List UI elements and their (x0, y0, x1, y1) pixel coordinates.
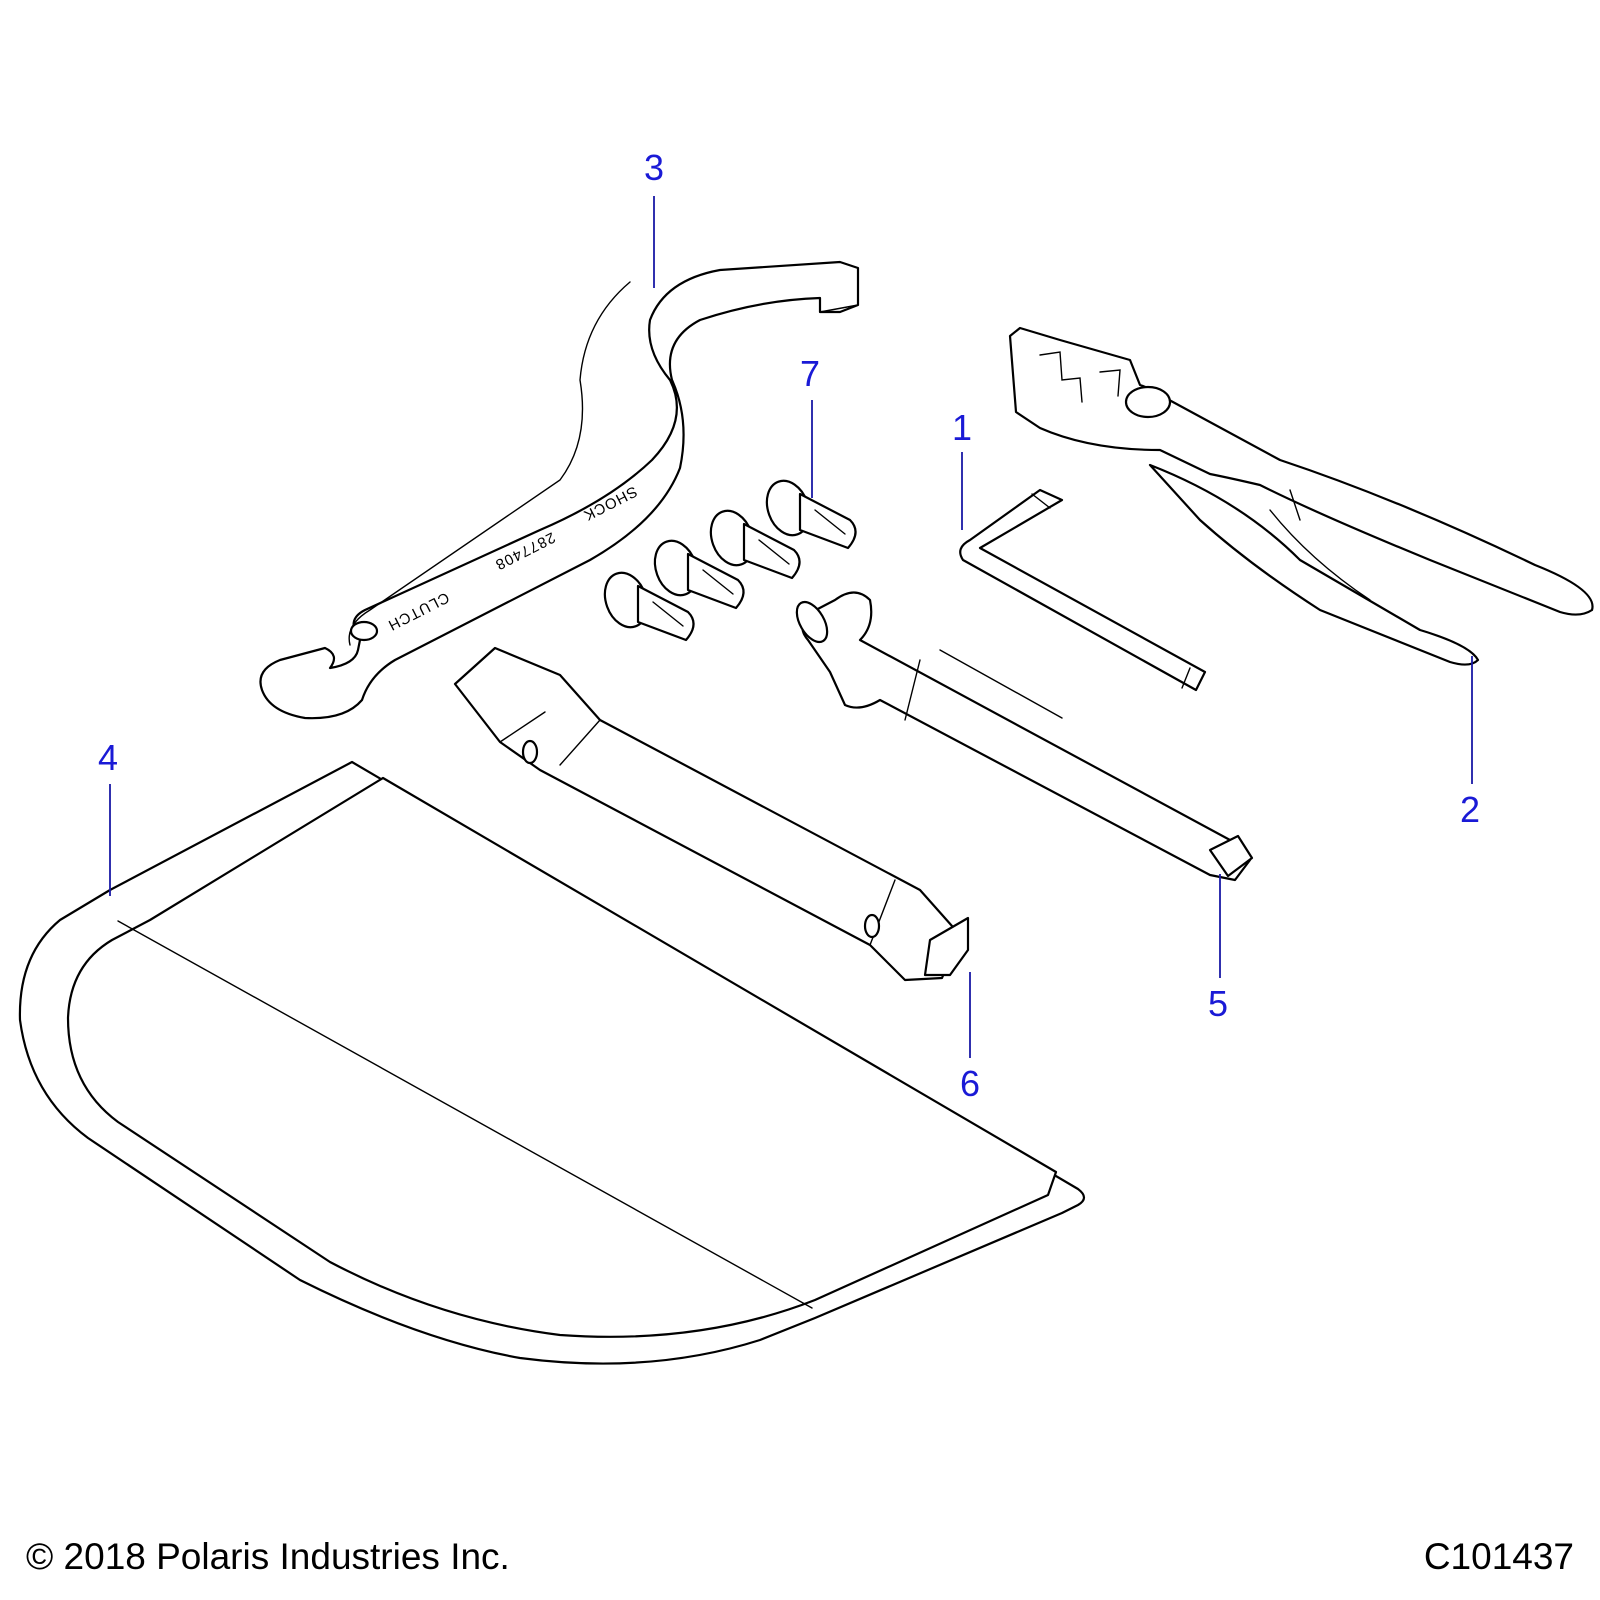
drawing-number: C101437 (1423, 1536, 1574, 1577)
callout-3: 3 (644, 147, 664, 188)
callout-labels: 1 2 3 4 5 6 7 (98, 147, 1480, 1104)
driver-handle-part (795, 591, 1254, 882)
callout-4: 4 (98, 737, 118, 778)
push-rivet-3 (653, 539, 745, 610)
spark-plug-wrench-part (453, 646, 970, 982)
callout-1: 1 (952, 407, 972, 448)
push-rivet-1 (765, 479, 857, 550)
callout-7: 7 (800, 353, 820, 394)
copyright-notice: © 2018 Polaris Industries Inc. (26, 1536, 510, 1577)
push-rivets-part (603, 479, 857, 642)
callout-5: 5 (1208, 983, 1228, 1024)
push-rivet-2 (709, 509, 801, 580)
spanner-wrench-part: SHOCK 2877408 CLUTCH (259, 260, 860, 720)
push-rivet-4 (603, 571, 695, 642)
callout-2: 2 (1460, 789, 1480, 830)
pliers-part (1008, 326, 1594, 666)
callout-6: 6 (960, 1063, 980, 1104)
hex-key-part (959, 488, 1207, 692)
leader-lines (109, 196, 1473, 1058)
tool-pouch-part (18, 760, 1086, 1365)
